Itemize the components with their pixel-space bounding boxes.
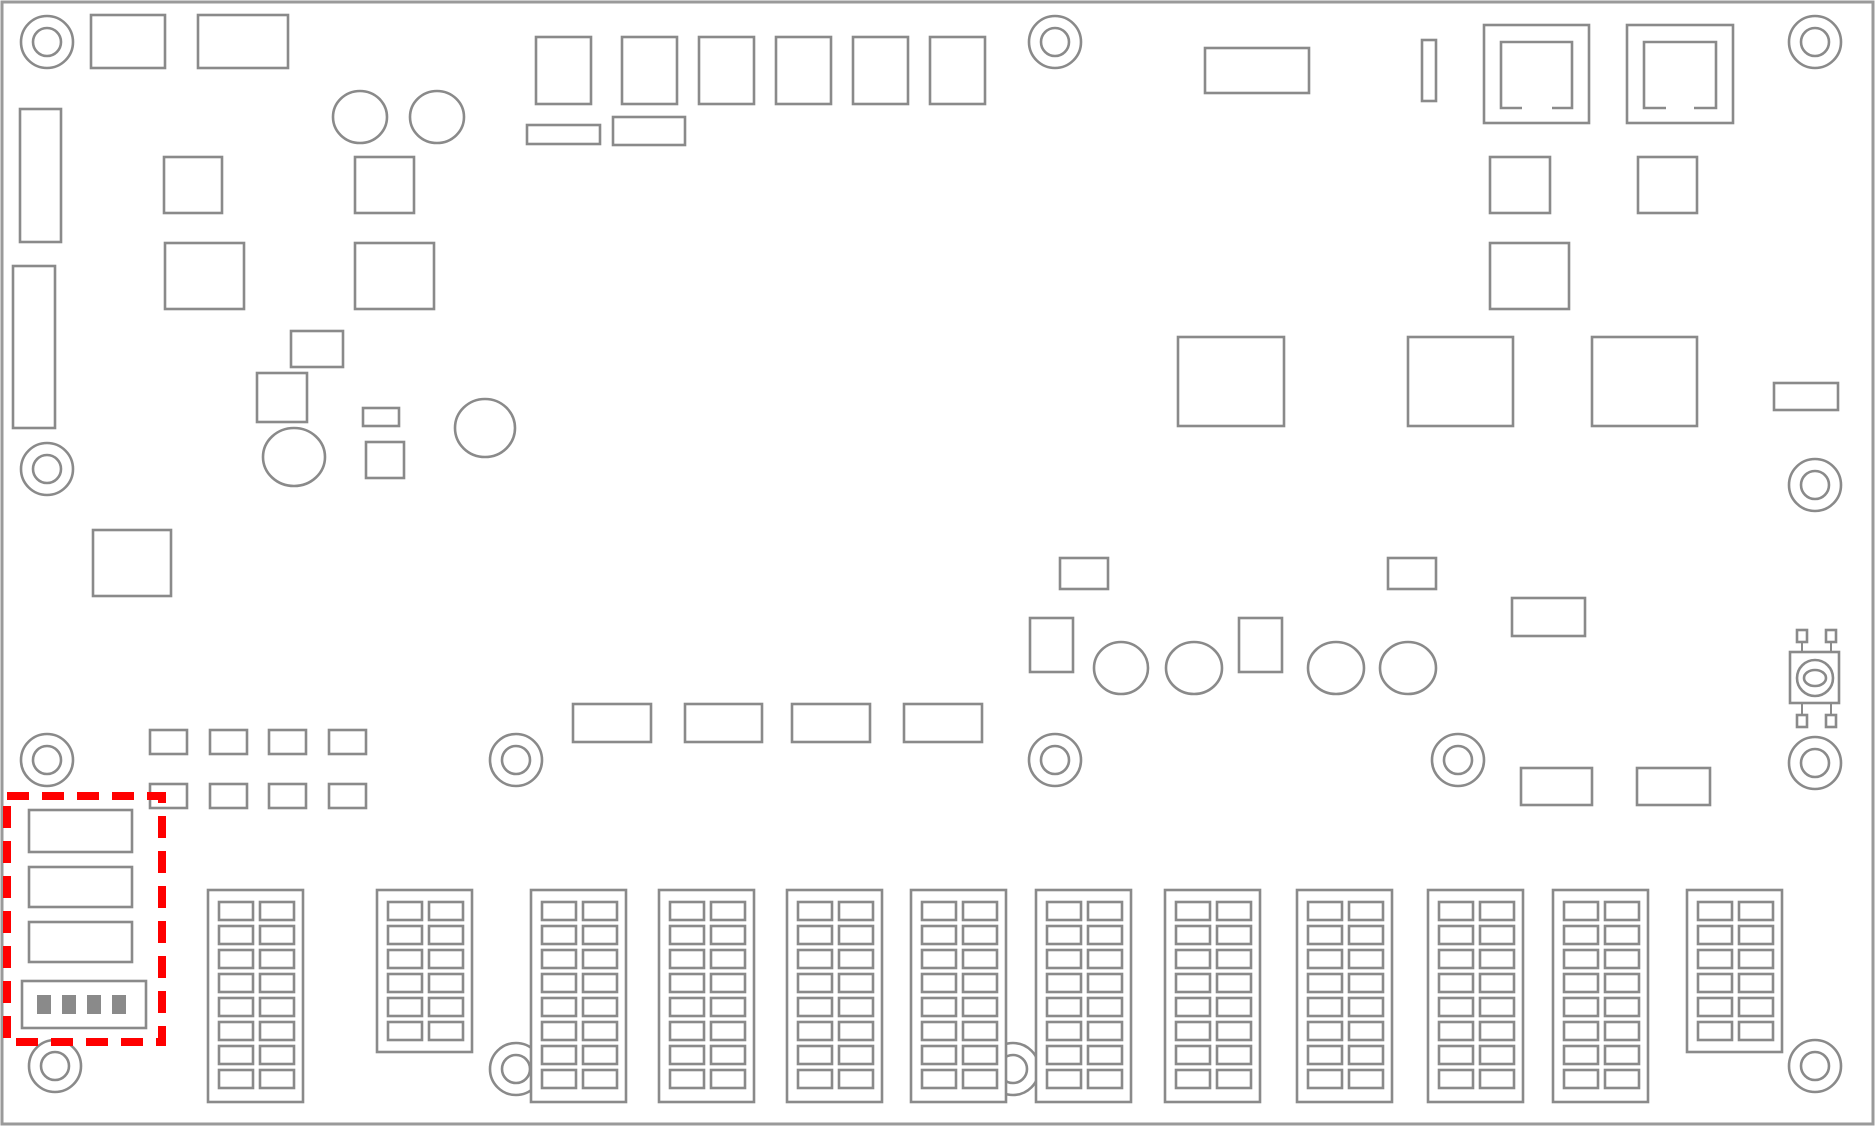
terminal-block — [1295, 888, 1394, 1104]
mounting-hole — [488, 732, 544, 788]
terminal-block — [909, 888, 1008, 1104]
mounting-hole — [19, 732, 75, 788]
terminal-blocks — [206, 888, 1784, 1104]
mounting-hole — [19, 441, 75, 497]
smd-pad-3 — [27, 920, 134, 964]
terminal-block — [206, 888, 305, 1104]
terminal-block — [657, 888, 756, 1104]
terminal-block — [529, 888, 628, 1104]
top-center-components — [525, 35, 987, 147]
terminal-block — [1034, 888, 1133, 1104]
small-smd-pads — [148, 728, 368, 810]
terminal-block — [1426, 888, 1525, 1104]
smd-pad-1 — [27, 808, 134, 854]
mounting-hole — [1787, 1038, 1843, 1094]
terminal-block — [1163, 888, 1262, 1104]
middle-right-components — [571, 556, 1712, 807]
terminal-block — [1685, 888, 1784, 1054]
mounting-holes — [19, 14, 1843, 1097]
mounting-hole — [27, 1038, 83, 1094]
mounting-hole — [19, 14, 75, 70]
smd-pad-2 — [27, 865, 134, 909]
terminal-block — [1551, 888, 1650, 1104]
terminal-block — [375, 888, 474, 1054]
mounting-hole — [1430, 732, 1486, 788]
tactile-switch[interactable] — [1788, 628, 1841, 729]
highlighted-components[interactable] — [20, 808, 148, 1030]
terminal-block — [785, 888, 884, 1104]
mounting-hole — [1787, 457, 1843, 513]
mounting-hole — [1787, 14, 1843, 70]
top-left-components — [11, 13, 517, 598]
top-right-components — [1176, 23, 1840, 428]
mounting-hole — [1027, 732, 1083, 788]
highlight-selection-box — [3, 792, 166, 1046]
mounting-hole — [1787, 735, 1843, 791]
mounting-hole — [1027, 14, 1083, 70]
